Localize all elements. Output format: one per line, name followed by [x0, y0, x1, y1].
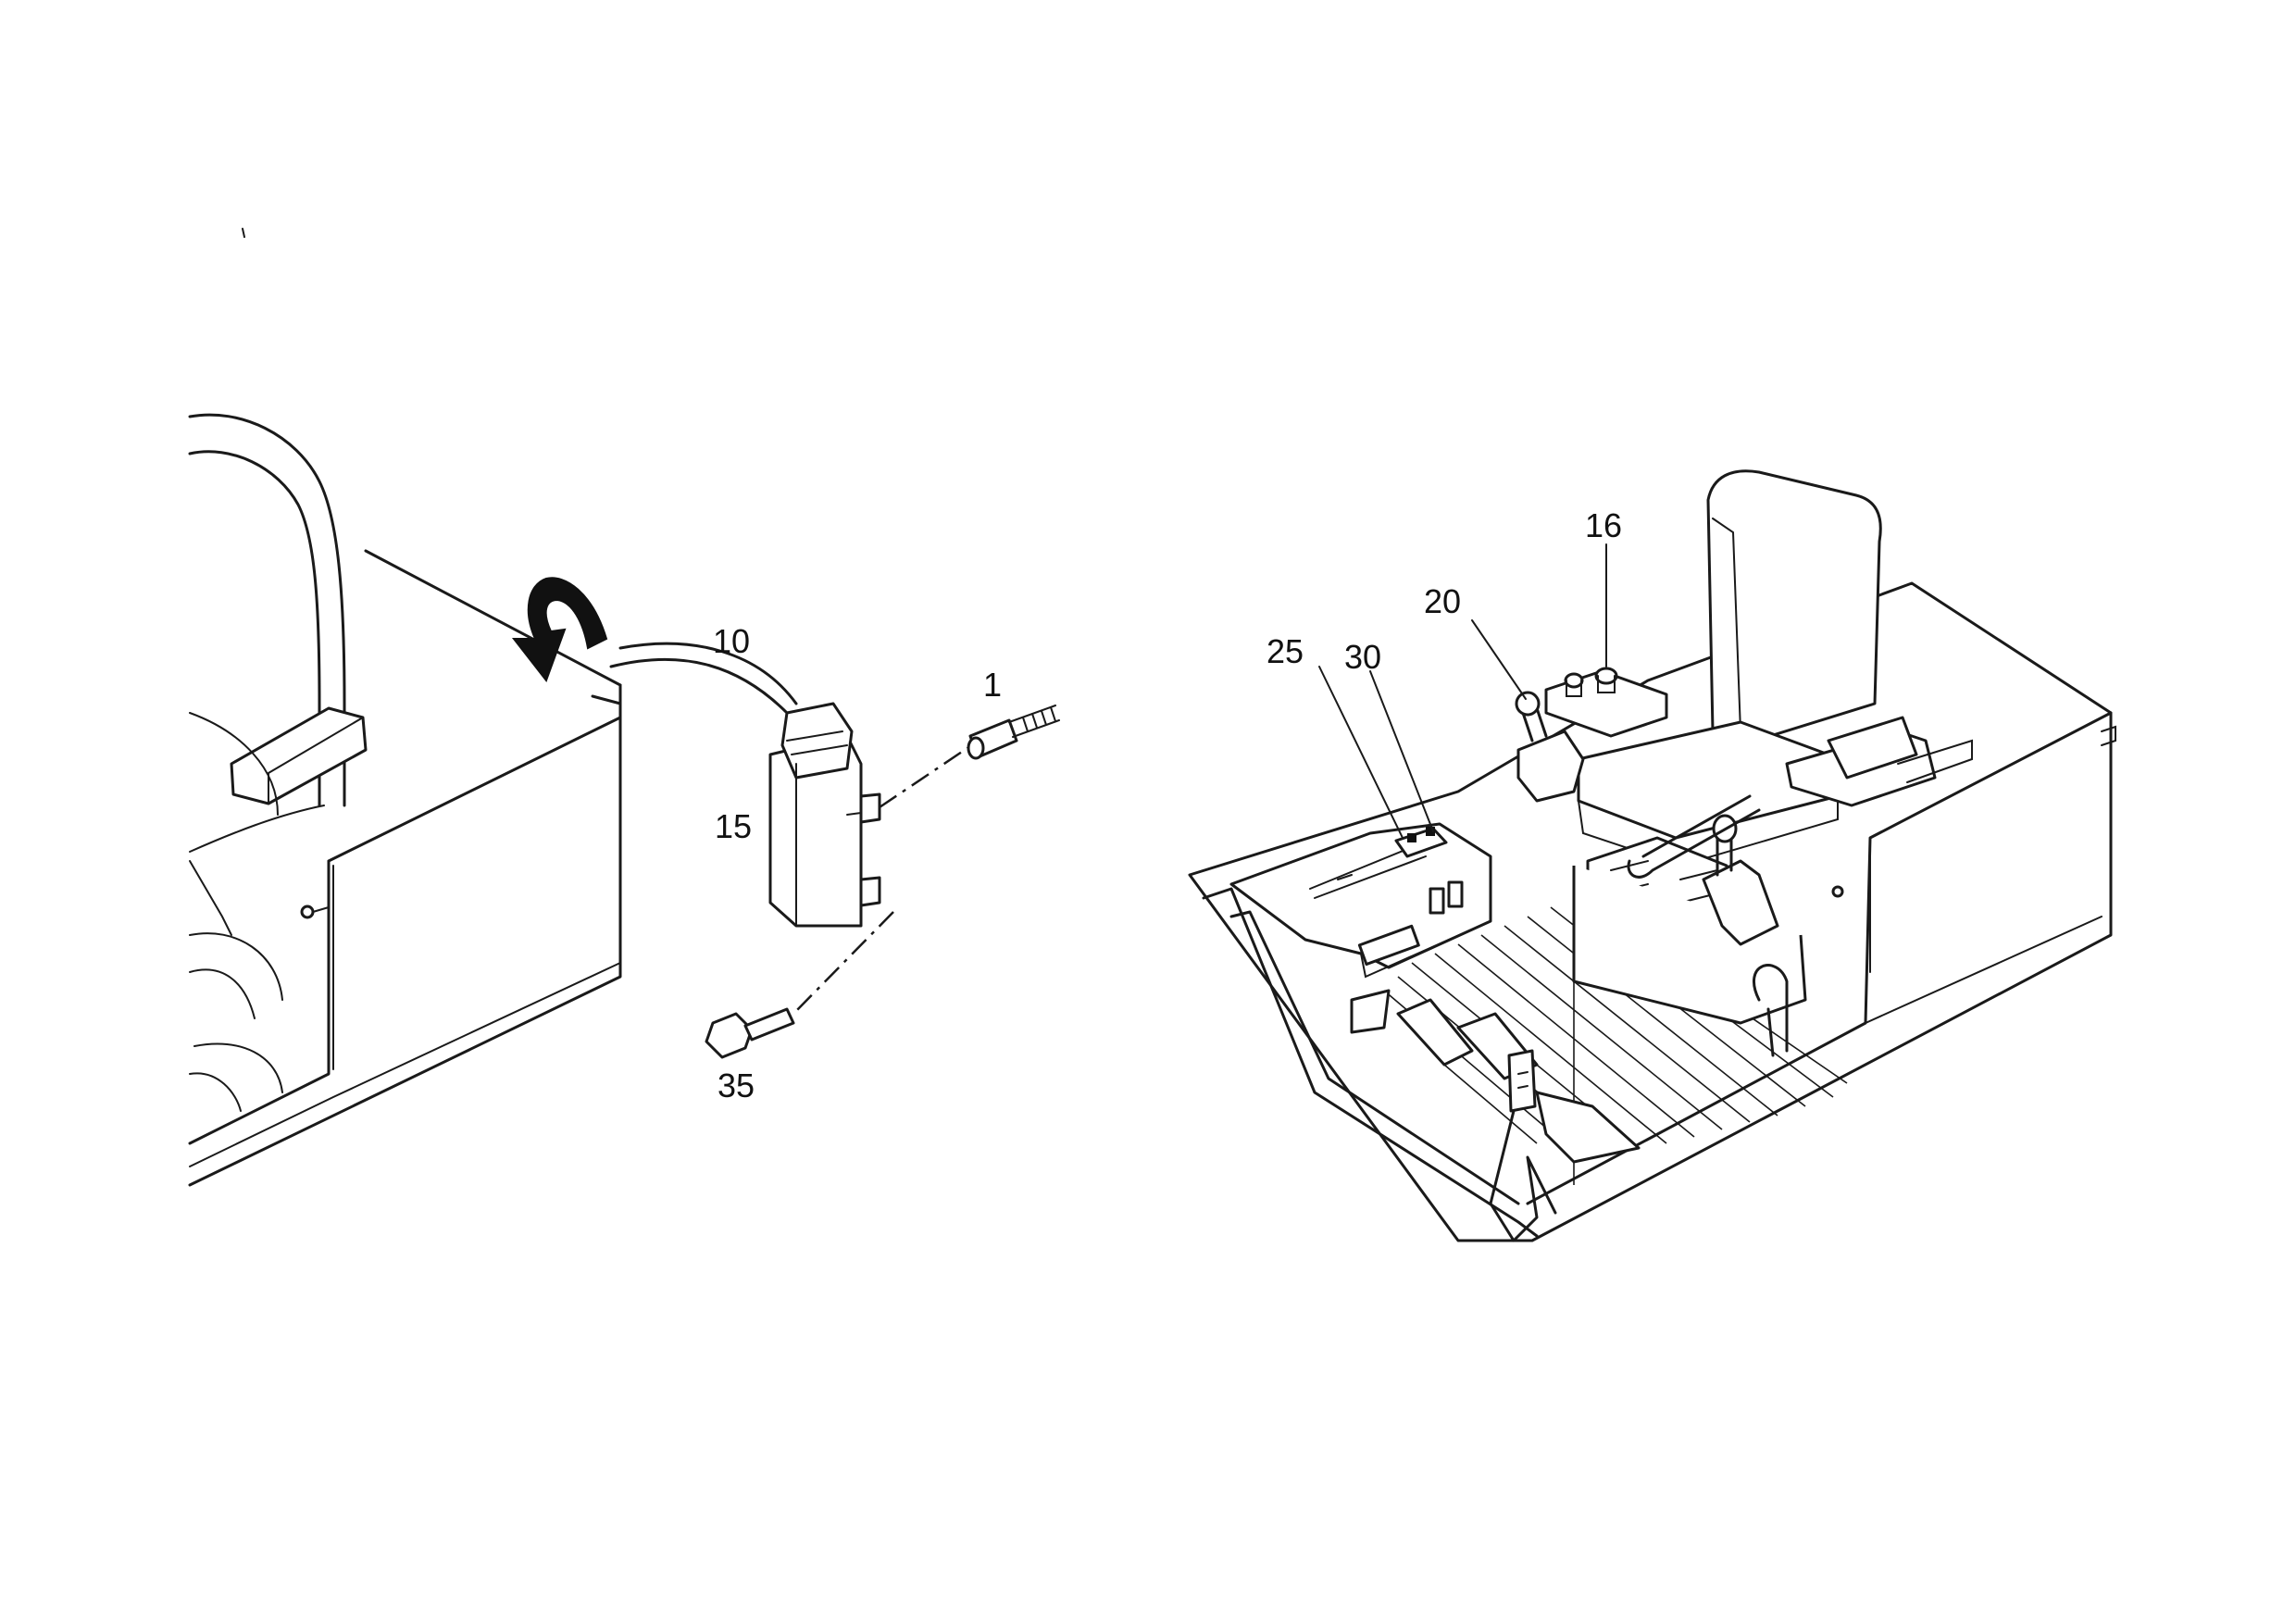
travel-lever — [1507, 1049, 1537, 1113]
callout-25: 25 — [1267, 632, 1304, 670]
harness-cable — [609, 657, 789, 715]
foot-pedals — [1396, 998, 1474, 1067]
callout-30: 30 — [1344, 638, 1381, 676]
left-joystick — [1516, 730, 1585, 803]
left-cab-corner-view — [188, 413, 622, 1187]
leader-line-25 — [1318, 666, 1404, 839]
callout-10: 10 — [713, 622, 750, 660]
callout-20: 20 — [1424, 582, 1461, 620]
leader-line-stud — [879, 746, 968, 809]
switch-box — [768, 702, 881, 928]
callout-35: 35 — [718, 1067, 755, 1104]
right-cab-interior-view — [1188, 469, 2116, 1242]
leader-line-bolt — [795, 911, 894, 1012]
front-frame-tube — [1202, 887, 1539, 1238]
callout-15: 15 — [715, 807, 752, 845]
callout-16: 16 — [1585, 506, 1622, 544]
hex-bolt — [705, 1007, 795, 1059]
rotate-arrow-icon — [511, 577, 608, 683]
right-joystick — [1702, 859, 1779, 946]
armrest-frame-tube — [188, 413, 346, 807]
grab-handle — [1627, 794, 1761, 879]
operator-seat-back — [1706, 469, 1882, 747]
cab-side-top-edge — [364, 549, 622, 687]
shelf-knob — [1594, 667, 1618, 685]
callout-1: 1 — [983, 666, 1002, 704]
stud-fastener — [967, 705, 1060, 760]
leader-line-30 — [1369, 670, 1434, 832]
stray-mark — [242, 228, 245, 238]
leader-line-20 — [1471, 619, 1527, 700]
panel-fastener — [300, 905, 315, 919]
